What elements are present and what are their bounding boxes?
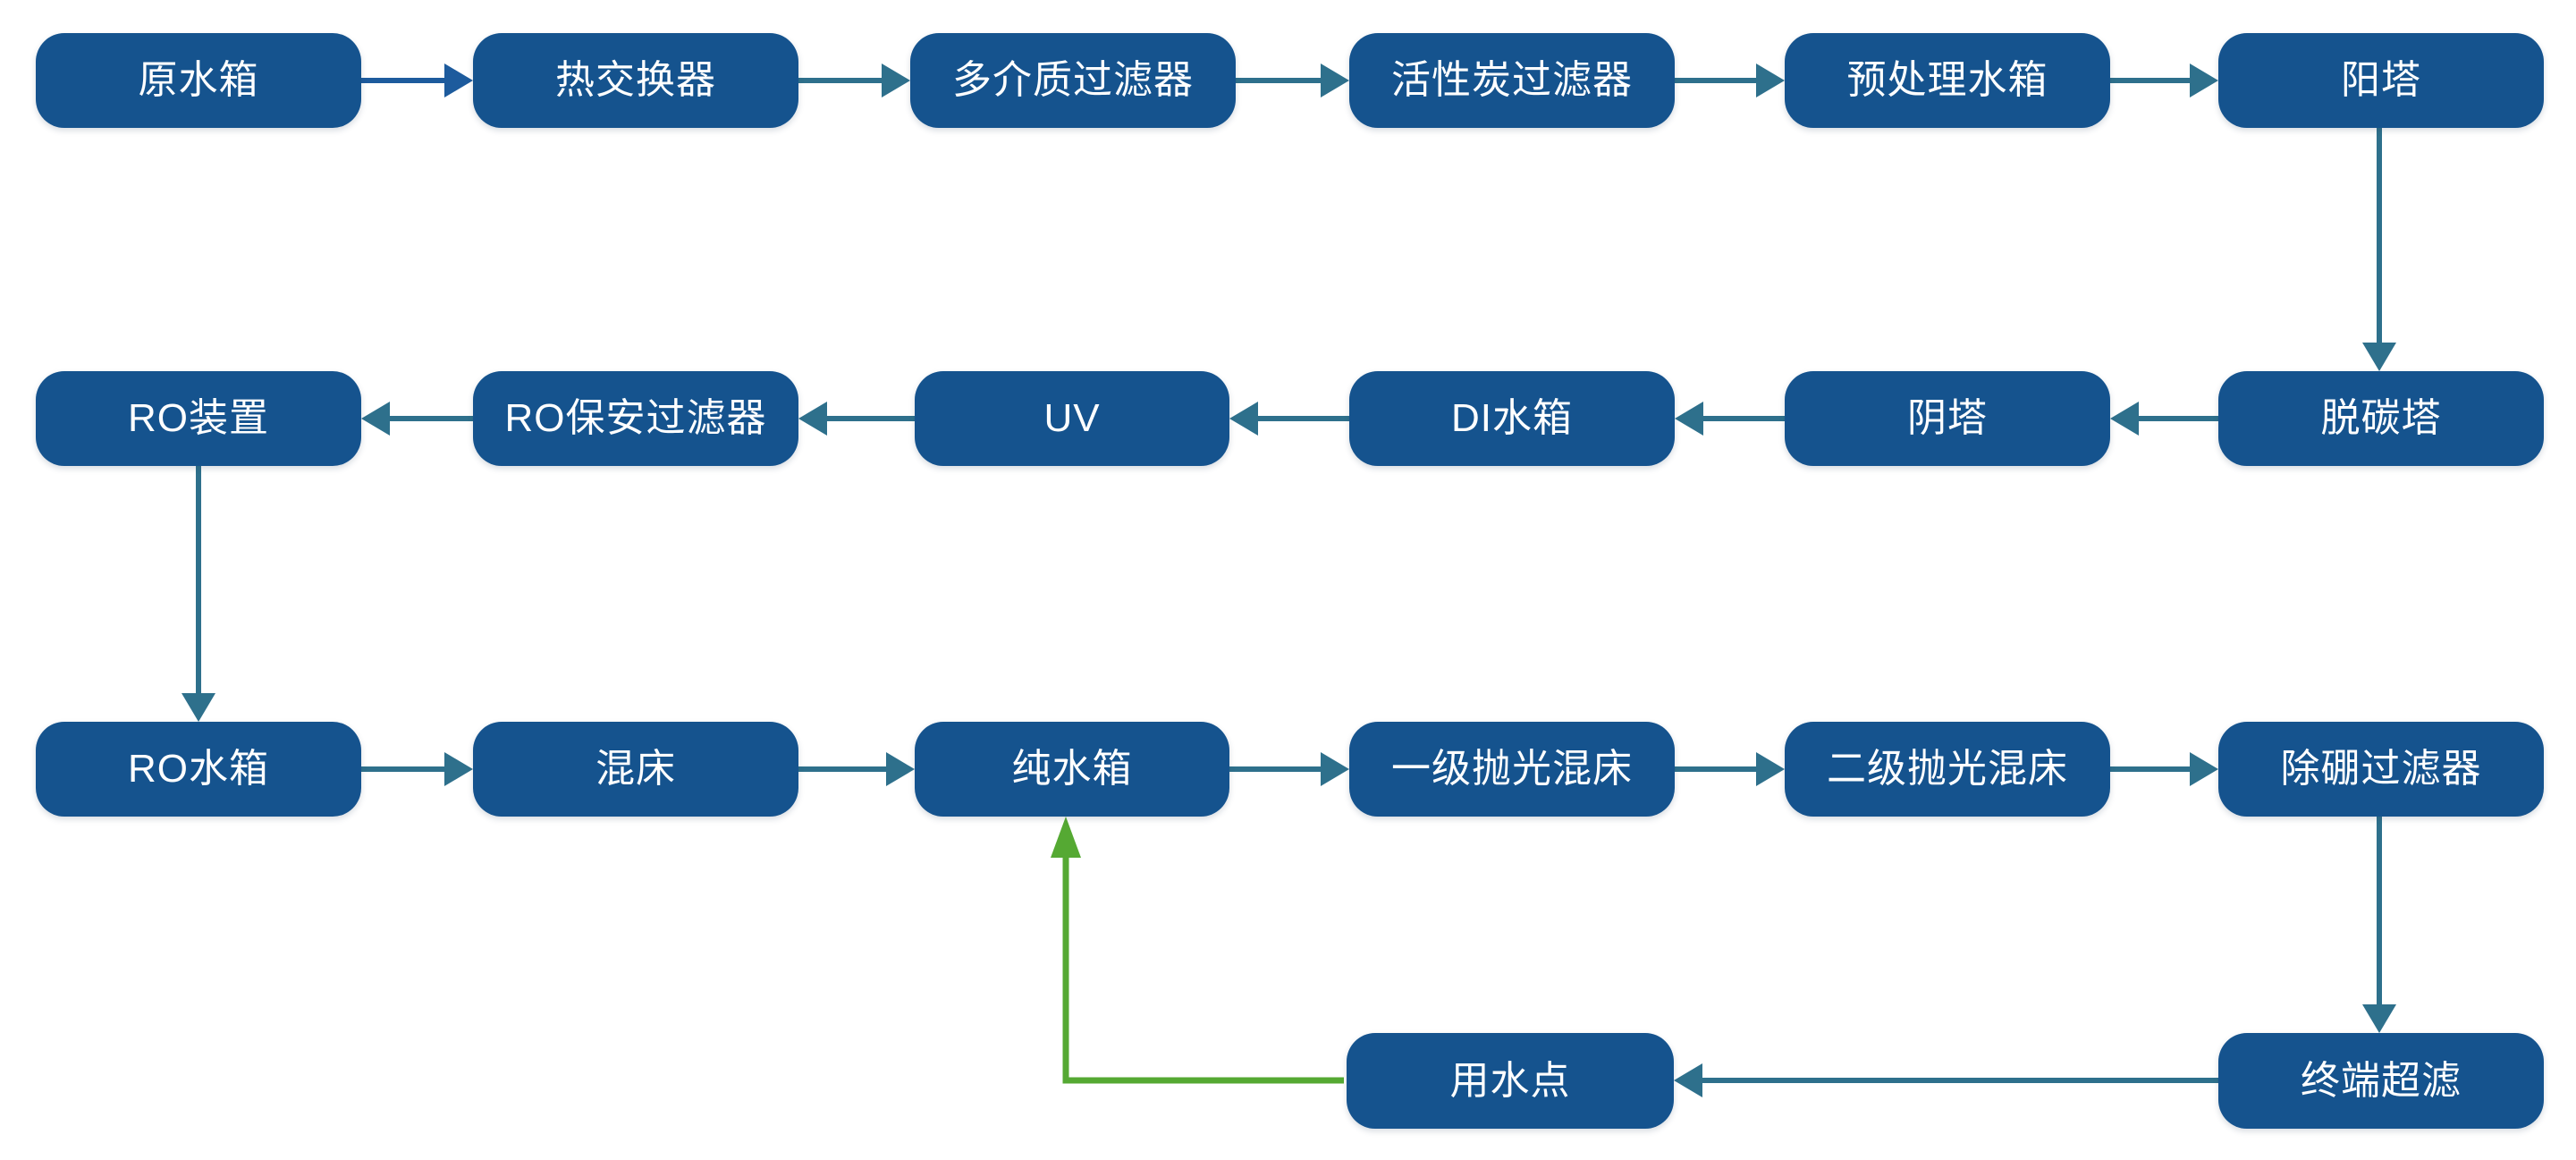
connector-ro-to-rotank bbox=[182, 466, 215, 722]
node-anion-tower: 阴塔 bbox=[1785, 371, 2110, 466]
connector-uv-to-cartridge bbox=[798, 402, 915, 436]
node-decarbonization-tower: 脱碳塔 bbox=[2218, 371, 2544, 466]
connector-rotank-to-mixedbed bbox=[361, 752, 473, 786]
node-label: 热交换器 bbox=[555, 58, 716, 102]
arrowhead bbox=[2362, 343, 2396, 371]
connector-puretank-to-primary bbox=[1229, 752, 1349, 786]
node-label: 多介质过滤器 bbox=[952, 58, 1194, 102]
node-pure-water-tank: 纯水箱 bbox=[915, 722, 1229, 817]
connector-primary-to-secondary bbox=[1675, 752, 1785, 786]
arrowhead bbox=[1051, 817, 1081, 858]
arrowhead bbox=[182, 693, 215, 722]
node-uv-unit: UV bbox=[915, 371, 1229, 466]
arrowhead bbox=[2190, 64, 2218, 97]
node-label: 一级抛光混床 bbox=[1391, 747, 1633, 791]
connector-pretreat-to-cation bbox=[2110, 64, 2218, 97]
node-label: 混床 bbox=[595, 747, 676, 791]
arrowhead bbox=[2110, 402, 2139, 436]
arrowhead bbox=[2190, 752, 2218, 786]
arrowhead bbox=[1674, 1063, 1702, 1097]
node-ro-cartridge-filter: RO保安过滤器 bbox=[473, 371, 798, 466]
arrowhead bbox=[1321, 64, 1349, 97]
node-activated-carbon-filter: 活性炭过滤器 bbox=[1349, 33, 1675, 128]
node-ro-water-tank: RO水箱 bbox=[36, 722, 361, 817]
connector-cation-to-decarb bbox=[2362, 128, 2396, 371]
connector-terminal-to-usepoint bbox=[1674, 1063, 2218, 1097]
connector-decarb-to-anion bbox=[2110, 402, 2218, 436]
node-label: 预处理水箱 bbox=[1846, 58, 2048, 102]
arrowhead bbox=[1756, 752, 1785, 786]
arrowhead bbox=[1229, 402, 1258, 436]
node-label: 纯水箱 bbox=[1011, 747, 1133, 791]
node-label: 原水箱 bbox=[138, 58, 259, 102]
node-mixed-bed: 混床 bbox=[473, 722, 798, 817]
connector-anion-to-di bbox=[1675, 402, 1785, 436]
connector-raw-to-heat bbox=[361, 64, 473, 97]
arrowhead bbox=[882, 64, 910, 97]
arrowhead bbox=[1675, 402, 1703, 436]
connector-boron-to-terminal bbox=[2362, 817, 2396, 1033]
node-label: UV bbox=[1043, 396, 1101, 440]
connector-heat-to-multimedia bbox=[798, 64, 910, 97]
connector-cartridge-to-ro bbox=[361, 402, 473, 436]
node-label: 阴塔 bbox=[1907, 396, 1988, 440]
arrowhead bbox=[444, 64, 473, 97]
arrowhead bbox=[361, 402, 390, 436]
node-label: DI水箱 bbox=[1451, 396, 1573, 440]
node-label: RO保安过滤器 bbox=[504, 396, 767, 440]
node-terminal-ultrafiltration: 终端超滤 bbox=[2218, 1033, 2544, 1129]
node-label: RO装置 bbox=[128, 396, 269, 440]
node-label: 活性炭过滤器 bbox=[1391, 58, 1633, 102]
node-di-water-tank: DI水箱 bbox=[1349, 371, 1675, 466]
connector-carbon-to-pretreat bbox=[1675, 64, 1785, 97]
node-pretreatment-water-tank: 预处理水箱 bbox=[1785, 33, 2110, 128]
node-secondary-polishing-mixed-bed: 二级抛光混床 bbox=[1785, 722, 2110, 817]
connector-multimedia-to-carbon bbox=[1236, 64, 1349, 97]
node-label: 二级抛光混床 bbox=[1827, 747, 2068, 791]
node-label: 阳塔 bbox=[2341, 58, 2421, 102]
arrowhead bbox=[886, 752, 915, 786]
node-label: 用水点 bbox=[1449, 1058, 1571, 1103]
node-water-use-point: 用水点 bbox=[1347, 1033, 1674, 1129]
node-label: 脱碳塔 bbox=[2320, 396, 2442, 440]
node-primary-polishing-mixed-bed: 一级抛光混床 bbox=[1349, 722, 1675, 817]
arrowhead bbox=[1756, 64, 1785, 97]
connector-usepoint-to-puretank bbox=[1051, 817, 1344, 1084]
arrowhead bbox=[1321, 752, 1349, 786]
node-label: 除硼过滤器 bbox=[2280, 747, 2482, 791]
node-multimedia-filter: 多介质过滤器 bbox=[910, 33, 1236, 128]
node-cation-tower: 阳塔 bbox=[2218, 33, 2544, 128]
node-heat-exchanger: 热交换器 bbox=[473, 33, 798, 128]
connector-di-to-uv bbox=[1229, 402, 1349, 436]
arrowhead bbox=[2362, 1004, 2396, 1033]
node-label: RO水箱 bbox=[128, 747, 269, 791]
connector-mixedbed-to-puretank bbox=[798, 752, 915, 786]
node-label: 终端超滤 bbox=[2301, 1058, 2462, 1103]
connector-secondary-to-boron bbox=[2110, 752, 2218, 786]
arrowhead bbox=[798, 402, 827, 436]
node-raw-water-tank: 原水箱 bbox=[36, 33, 361, 128]
arrowhead bbox=[444, 752, 473, 786]
node-ro-unit: RO装置 bbox=[36, 371, 361, 466]
node-boron-removal-filter: 除硼过滤器 bbox=[2218, 722, 2544, 817]
